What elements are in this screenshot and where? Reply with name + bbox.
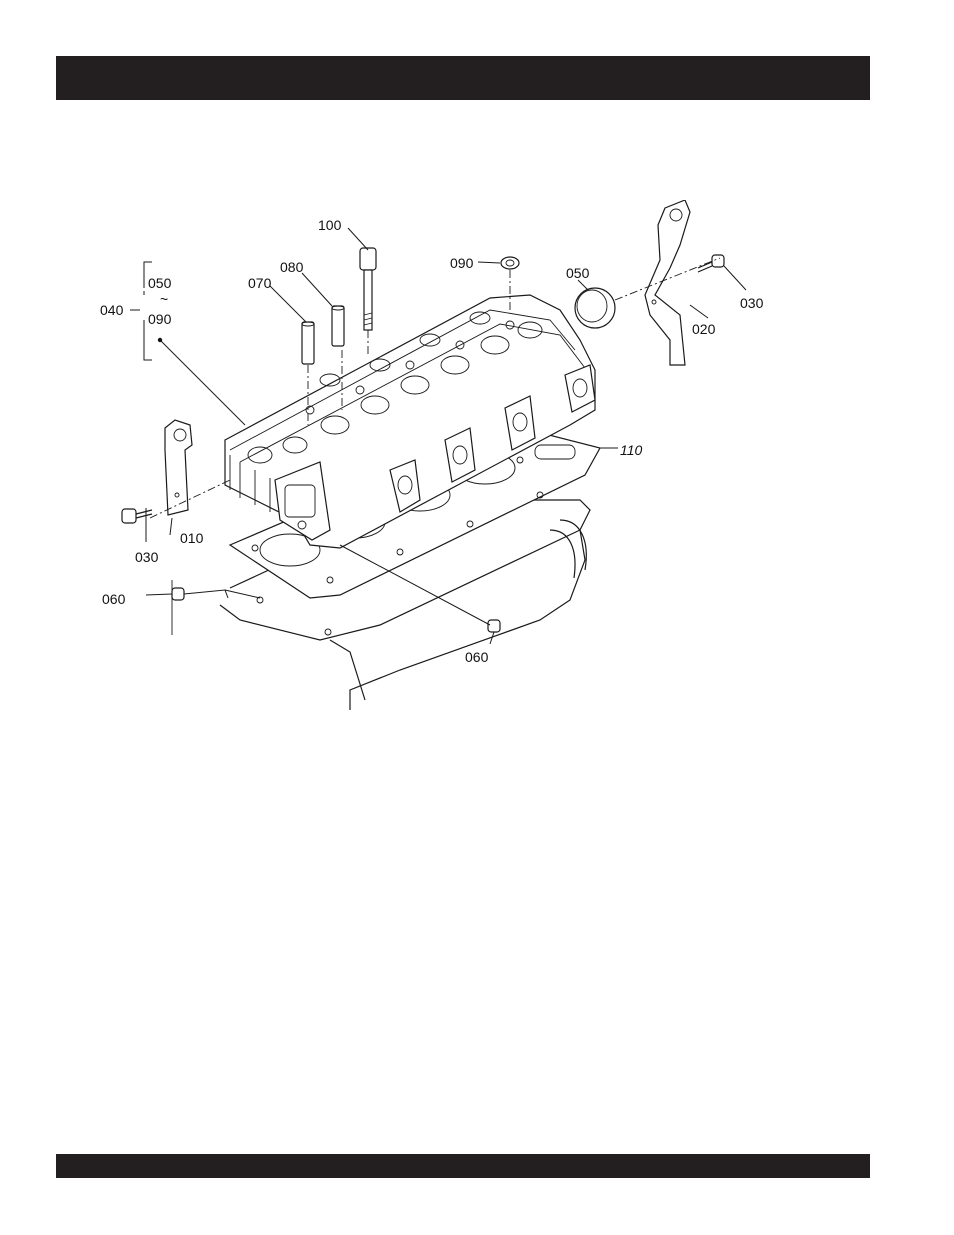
bolt-030-left	[122, 509, 152, 523]
callout-050-right: 050	[566, 265, 590, 281]
callout-050-group: 050	[148, 275, 172, 291]
callout-080: 080	[280, 259, 304, 275]
header-bar	[56, 56, 870, 100]
dowel-080	[332, 306, 344, 346]
callout-010: 010	[180, 530, 204, 546]
cylinder-head	[225, 295, 595, 548]
footer-bar	[56, 1154, 870, 1178]
callout-030-right: 030	[740, 295, 764, 311]
head-bolt-100	[360, 248, 376, 330]
seal-090	[501, 257, 519, 269]
callout-110: 110	[620, 442, 643, 458]
callout-040: 040	[100, 302, 124, 318]
callout-090-top: 090	[450, 255, 474, 271]
plug-060-left	[172, 580, 184, 635]
callout-020: 020	[692, 321, 716, 337]
plug-050	[575, 288, 615, 328]
callout-tilde: ~	[160, 291, 168, 307]
lifting-bracket-010	[165, 420, 192, 515]
callout-100: 100	[318, 217, 342, 233]
cylinder-head-exploded-diagram: 100 080 070 090 050 030 020 040 050 ~ 09…	[80, 200, 780, 710]
callout-070: 070	[248, 275, 272, 291]
callout-030-left: 030	[135, 549, 159, 565]
callout-060-left: 060	[102, 591, 126, 607]
callout-060-bottom: 060	[465, 649, 489, 665]
callout-090-group: 090	[148, 311, 172, 327]
plug-060-bottom	[488, 620, 500, 632]
lifting-bracket-020	[645, 200, 690, 365]
dowel-070	[302, 322, 314, 364]
bolt-030-right	[698, 255, 724, 272]
